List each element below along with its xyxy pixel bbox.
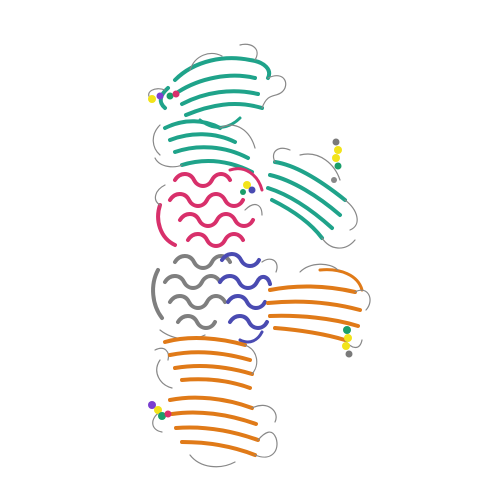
ligand-center-upper bbox=[240, 181, 256, 195]
grey-domain bbox=[151, 254, 232, 361]
ligand-top-left bbox=[148, 90, 180, 103]
orange-domain-lower-middle bbox=[156, 336, 258, 390]
ligand-right-lower bbox=[342, 326, 353, 358]
orange-domain-bottom bbox=[152, 395, 278, 468]
ligand-bottom-left bbox=[148, 401, 172, 420]
ligand-top-right bbox=[331, 138, 342, 183]
orange-domain-right bbox=[266, 263, 371, 349]
magenta-domain bbox=[154, 167, 264, 248]
blue-domain bbox=[218, 252, 278, 344]
teal-domain-right bbox=[266, 147, 358, 249]
